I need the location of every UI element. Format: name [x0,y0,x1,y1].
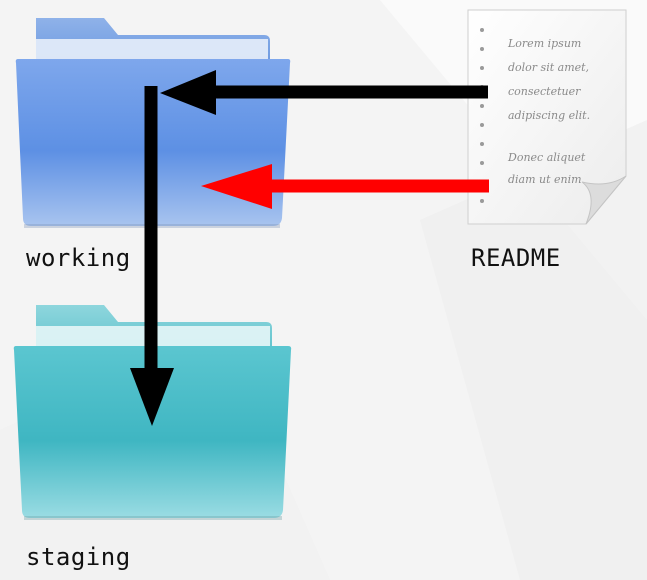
doc-line: adipiscing elit. [508,109,590,122]
doc-line: diam ut enim [508,173,582,186]
doc-line: dolor sit amet, [508,61,589,74]
red-arrow [201,164,489,209]
readme-label: README [471,244,561,272]
working-folder-label: working [26,244,131,272]
doc-line: Donec aliquet [507,151,586,164]
readme-document-icon[interactable]: Lorem ipsum dolor sit amet, consectetuer… [462,4,642,234]
doc-line: consectetuer [508,85,581,98]
staging-folder-label: staging [26,543,131,571]
doc-line: Lorem ipsum [507,37,581,50]
black-arrow [130,70,488,426]
